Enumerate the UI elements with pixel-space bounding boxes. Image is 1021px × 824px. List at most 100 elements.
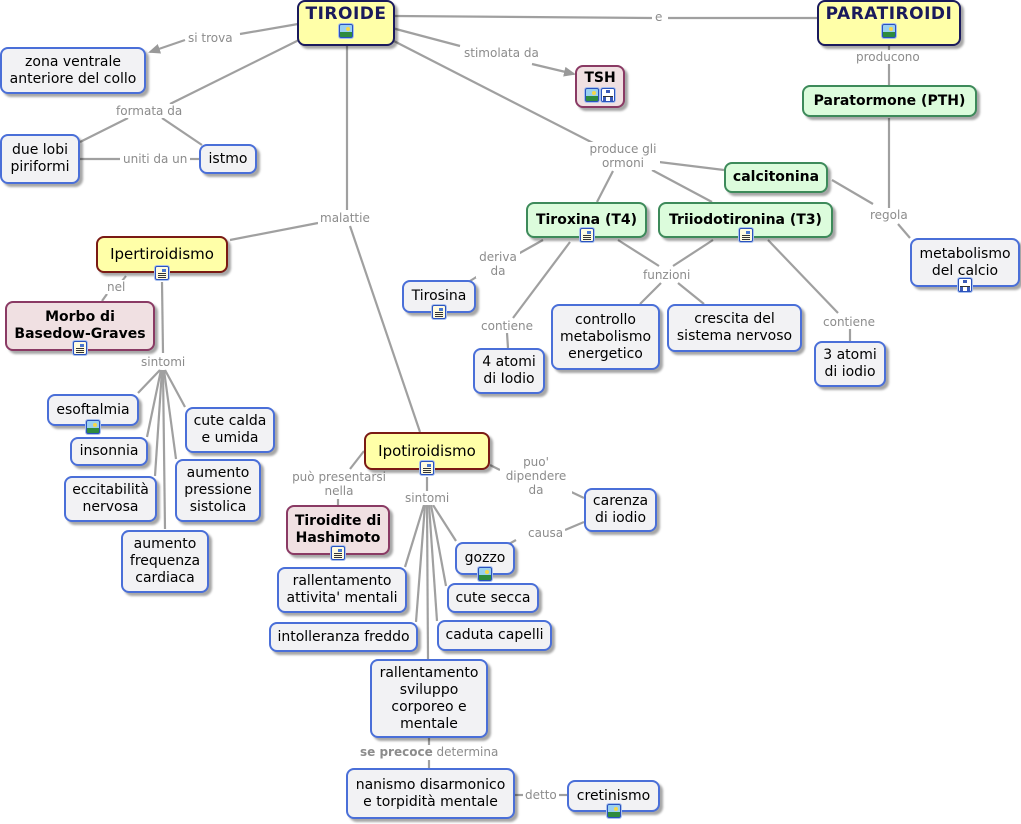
concept-tiroxina[interactable]: Tiroxina (T4) xyxy=(526,202,647,242)
concept-tiroide[interactable]: TIROIDE xyxy=(297,0,395,46)
concept-label: carenza di iodio xyxy=(592,493,649,526)
link-label-formata-da: formata da xyxy=(114,104,185,118)
concept-cute-calda[interactable]: cute calda e umida xyxy=(185,407,275,453)
link-line xyxy=(145,369,163,438)
link-line xyxy=(651,169,713,203)
link-line xyxy=(162,369,178,460)
concept-metabolismo-calcio[interactable]: metabolismo del calcio xyxy=(910,238,1020,292)
document-resource-icon[interactable] xyxy=(73,341,87,355)
concept-tirosina[interactable]: Tirosina xyxy=(402,280,476,319)
concept-zona-ventrale[interactable]: zona ventrale anteriore del collo xyxy=(0,47,146,94)
image-resource-icon[interactable] xyxy=(86,420,100,434)
concept-paratormone[interactable]: Paratormone (PTH) xyxy=(802,85,977,117)
link-label-contiene-t4: contiene xyxy=(479,319,535,333)
concept-label: esoftalmia xyxy=(56,401,130,418)
concept-label: controllo metabolismo energetico xyxy=(559,311,652,362)
concept-label: caduta capelli xyxy=(445,627,544,643)
concept-rallentamento-mentali[interactable]: rallentamento attivita' mentali xyxy=(277,567,407,613)
link-line xyxy=(161,369,167,530)
image-resource-icon[interactable] xyxy=(606,804,621,818)
concept-label: Tiroidite di Hashimoto xyxy=(294,513,382,546)
concept-cute-secca[interactable]: cute secca xyxy=(447,583,539,613)
concept-label: 3 atomi di iodio xyxy=(823,347,877,380)
link-line xyxy=(672,239,714,267)
concept-label: eccitabilità nervosa xyxy=(72,482,149,515)
link-line xyxy=(101,293,108,302)
concept-hashimoto[interactable]: Tiroidite di Hashimoto xyxy=(286,505,390,560)
concept-pressione-sistolica[interactable]: aumento pressione sistolica xyxy=(175,459,261,522)
link-line xyxy=(137,369,161,394)
link-line xyxy=(897,223,911,239)
concept-esoftalmia[interactable]: esoftalmia xyxy=(47,394,139,434)
link-line xyxy=(432,504,457,542)
concept-map-resource-icon[interactable] xyxy=(958,278,972,292)
concept-insonnia[interactable]: insonnia xyxy=(70,437,148,466)
concept-gozzo[interactable]: gozzo xyxy=(455,542,515,581)
concept-crescita-sistema[interactable]: crescita del sistema nervoso xyxy=(667,304,802,352)
image-resource-icon[interactable] xyxy=(478,567,492,581)
concept-label: TSH xyxy=(584,69,616,86)
concept-triiodotironina[interactable]: Triiodotironina (T3) xyxy=(658,202,833,242)
link-label-sintomi-iper: sintomi xyxy=(139,355,188,369)
concept-istmo[interactable]: istmo xyxy=(199,144,257,174)
concept-frequenza-cardiaca[interactable]: aumento frequenza cardiaca xyxy=(121,530,209,593)
concept-eccitabilita[interactable]: eccitabilità nervosa xyxy=(64,476,157,522)
concept-controllo-metabolismo[interactable]: controllo metabolismo energetico xyxy=(551,304,660,370)
link-label-deriva-da: deriva da xyxy=(476,250,520,278)
link-label-stimolata-da: stimolata da xyxy=(462,46,541,60)
link-label-sintomi-ipo: sintomi xyxy=(403,491,452,505)
concept-label: Tirosina xyxy=(411,288,467,304)
concept-caduta-capelli[interactable]: caduta capelli xyxy=(437,620,552,651)
link-label-uniti-da-un: uniti da un xyxy=(121,152,190,166)
concept-tsh[interactable]: TSH xyxy=(575,65,625,108)
concept-label: calcitonina xyxy=(732,169,820,185)
concept-intolleranza-freddo[interactable]: intolleranza freddo xyxy=(269,622,418,652)
link-label-produce-ormoni: produce gli ormoni xyxy=(586,142,660,170)
document-resource-icon[interactable] xyxy=(155,266,169,280)
link-line xyxy=(161,117,203,146)
link-line xyxy=(239,22,299,36)
document-resource-icon[interactable] xyxy=(420,461,434,475)
image-resource-icon[interactable] xyxy=(585,87,599,102)
link-line xyxy=(831,179,874,205)
image-resource-icon[interactable] xyxy=(882,24,896,38)
link-line xyxy=(658,160,725,172)
concept-carenza-iodio[interactable]: carenza di iodio xyxy=(584,488,657,532)
concept-label: intolleranza freddo xyxy=(277,628,410,645)
concept-3-atomi[interactable]: 3 atomi di iodio xyxy=(814,341,886,387)
concept-label: istmo xyxy=(208,150,248,167)
image-resource-icon[interactable] xyxy=(339,24,353,38)
link-label-puo-presentarsi: può presentarsi nella xyxy=(285,470,393,498)
link-line xyxy=(505,332,510,349)
concept-map-resource-icon[interactable] xyxy=(601,87,615,102)
concept-4-atomi[interactable]: 4 atomi di Iodio xyxy=(473,348,545,394)
link-line xyxy=(596,170,614,203)
concept-nanismo[interactable]: nanismo disarmonico e torpidità mentale xyxy=(346,768,515,819)
concept-cretinismo[interactable]: cretinismo xyxy=(567,780,660,818)
link-line xyxy=(229,221,319,242)
link-line xyxy=(639,282,662,305)
concept-due-lobi[interactable]: due lobi piriformi xyxy=(0,134,80,184)
document-resource-icon[interactable] xyxy=(331,546,345,560)
concept-ipertiroidismo[interactable]: Ipertiroidismo xyxy=(96,236,228,280)
link-line xyxy=(617,239,660,267)
link-line xyxy=(425,504,430,660)
concept-label: crescita del sistema nervoso xyxy=(676,311,793,344)
concept-label: rallentamento sviluppo corporeo e mental… xyxy=(379,664,479,732)
link-line xyxy=(169,37,304,105)
concept-label: nanismo disarmonico e torpidità mentale xyxy=(355,776,506,810)
document-resource-icon[interactable] xyxy=(738,228,753,242)
document-resource-icon[interactable] xyxy=(432,305,446,319)
link-line xyxy=(394,14,653,20)
document-resource-icon[interactable] xyxy=(579,228,594,242)
link-line xyxy=(348,225,422,433)
concept-paratiroidi[interactable]: PARATIROIDI xyxy=(817,0,961,46)
concept-rallentamento-sviluppo[interactable]: rallentamento sviluppo corporeo e mental… xyxy=(370,659,488,738)
concept-ipotiroidismo[interactable]: Ipotiroidismo xyxy=(364,432,490,475)
concept-calcitonina[interactable]: calcitonina xyxy=(724,162,828,193)
concept-label: PARATIROIDI xyxy=(825,4,953,24)
concept-label: insonnia xyxy=(79,443,139,459)
concept-label: TIROIDE xyxy=(305,4,387,24)
concept-basedow-graves[interactable]: Morbo di Basedow-Graves xyxy=(5,301,155,355)
link-line xyxy=(403,504,426,568)
